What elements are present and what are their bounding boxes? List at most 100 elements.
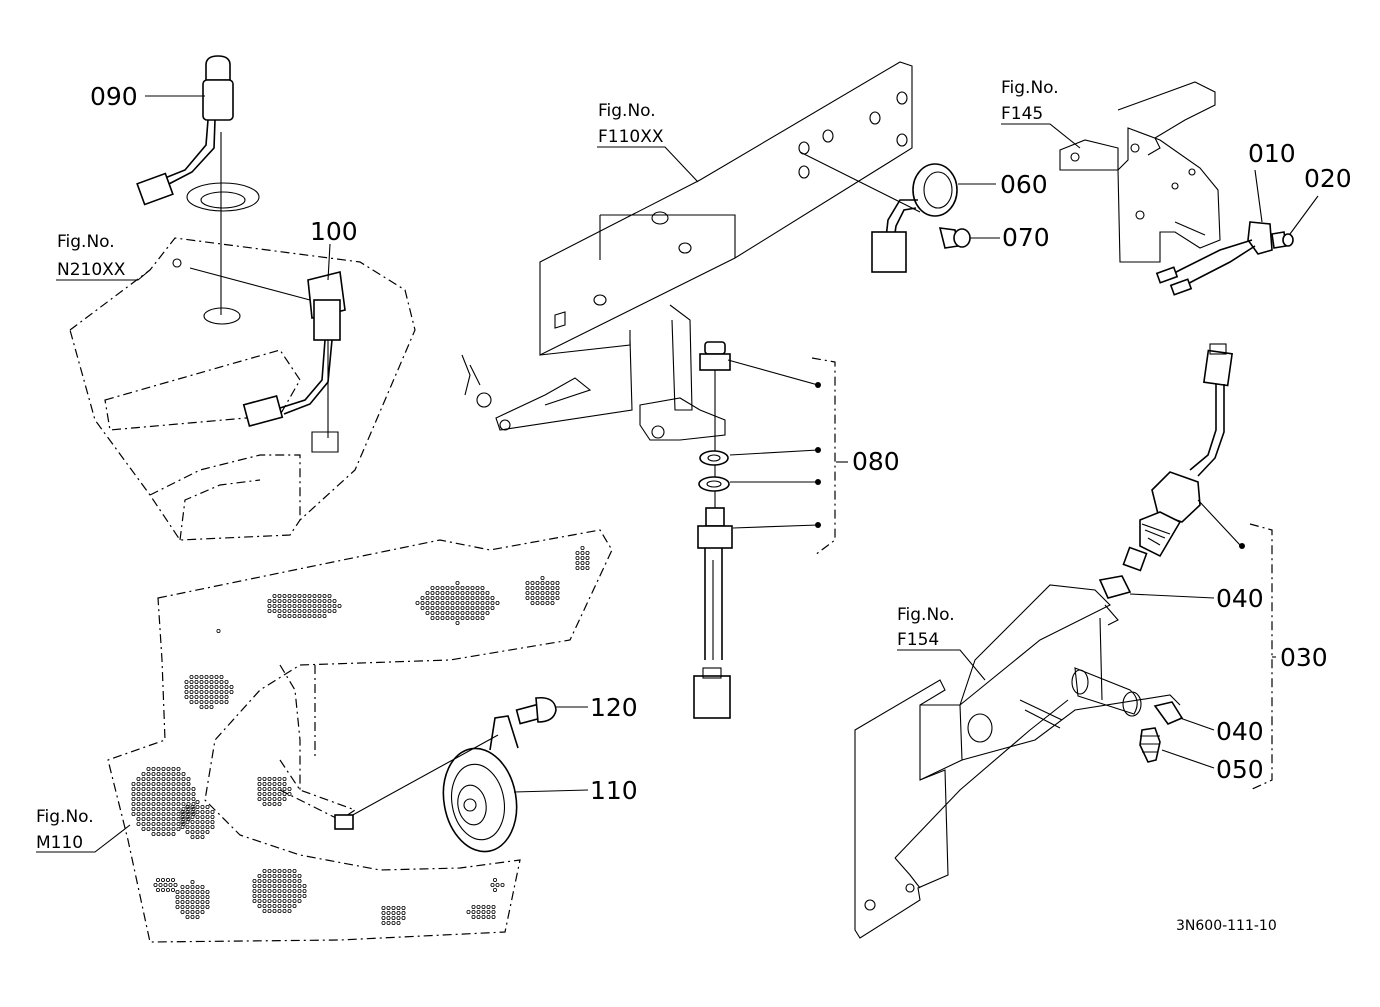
perforation-hole [190, 805, 195, 810]
perforation-hole [131, 782, 136, 787]
perforation-hole [200, 890, 205, 895]
perforation-hole [199, 700, 204, 705]
perforation-hole [302, 614, 307, 619]
document-code: 3N600-111-10 [1176, 918, 1277, 934]
leader-lines [36, 95, 1319, 853]
perforation-hole [292, 609, 297, 614]
perforation-hole [204, 695, 209, 700]
perforation-hole [470, 586, 475, 591]
perforation-hole [287, 614, 292, 619]
perforation-hole [163, 883, 168, 888]
perforation-hole [287, 889, 292, 894]
perforation-hole [214, 680, 219, 685]
perforation-hole [224, 700, 229, 705]
perforation-hole [272, 802, 277, 807]
perforation-hole [200, 815, 205, 820]
perforation-hole [171, 802, 176, 807]
perforation-hole [485, 601, 490, 606]
perforation-hole [267, 797, 272, 802]
perforation-hole [146, 792, 151, 797]
perforation-hole [475, 591, 480, 596]
perforation-hole [171, 772, 176, 777]
perforation-hole [194, 700, 199, 705]
perforation-hole [171, 782, 176, 787]
perforation-hole [151, 777, 156, 782]
perforation-hole [181, 787, 186, 792]
perforation-hole [272, 874, 277, 879]
perforation-hole [171, 817, 176, 822]
label-050: 050 [1216, 755, 1264, 784]
perforation-hole [156, 817, 161, 822]
perforation-hole [155, 878, 160, 883]
perforation-hole [277, 869, 282, 874]
perforation-hole [267, 792, 272, 797]
perforation-hole [302, 599, 307, 604]
perforation-hole [466, 910, 471, 915]
perforation-hole [491, 905, 496, 910]
perforation-hole [176, 827, 181, 832]
perforation-hole [262, 879, 267, 884]
perforation-hole [219, 680, 224, 685]
perforation-hole [205, 890, 210, 895]
perforation-hole [297, 884, 302, 889]
perforation-hole [535, 596, 540, 601]
perforation-hole [312, 599, 317, 604]
perforation-hole [476, 910, 481, 915]
part-020-screw [1271, 231, 1294, 249]
perforation-hole [292, 889, 297, 894]
perforation-hole [267, 899, 272, 904]
perforation-hole [262, 869, 267, 874]
perforation-hole [262, 904, 267, 909]
perforation-hole [190, 895, 195, 900]
perforation-hole [189, 685, 194, 690]
perforation-hole [277, 614, 282, 619]
perforation-hole [435, 606, 440, 611]
perforation-hole [195, 915, 200, 920]
perforation-hole [287, 904, 292, 909]
perforation-hole [184, 695, 189, 700]
perforation-hole [486, 915, 491, 920]
perforation-hole [257, 777, 262, 782]
perforation-hole [312, 594, 317, 599]
perforation-hole [302, 894, 307, 899]
perforation-hole [460, 606, 465, 611]
perforation-hole [317, 609, 322, 614]
perforation-hole [195, 805, 200, 810]
perforation-hole [262, 894, 267, 899]
perforation-hole [450, 591, 455, 596]
perforation-hole [420, 606, 425, 611]
perforation-hole [580, 551, 585, 556]
perforation-hole [205, 820, 210, 825]
perforation-hole [171, 777, 176, 782]
perforation-hole [545, 591, 550, 596]
perforation-hole [435, 586, 440, 591]
perforation-hole [332, 599, 337, 604]
perforation-hole [205, 815, 210, 820]
perforation-hole [205, 805, 210, 810]
perforation-hole [277, 879, 282, 884]
perforation-hole [151, 832, 156, 837]
label-090: 090 [90, 82, 138, 111]
perforation-hole [396, 911, 401, 916]
label-040-upper: 040 [1216, 584, 1264, 613]
perforation-hole [209, 685, 214, 690]
perforation-hole [282, 599, 287, 604]
perforation-hole [322, 604, 327, 609]
perforation-hole [420, 596, 425, 601]
perforation-hole [153, 883, 158, 888]
perforation-hole [166, 827, 171, 832]
perforation-hole [307, 604, 312, 609]
perforation-hole [156, 822, 161, 827]
perforation-hole [141, 827, 146, 832]
perforation-hole [585, 551, 590, 556]
perforation-hole [391, 921, 396, 926]
perforation-hole [262, 889, 267, 894]
perforation-hole [146, 817, 151, 822]
perforation-hole [386, 916, 391, 921]
perforation-hole [176, 822, 181, 827]
perforation-hole [181, 772, 186, 777]
perforation-hole [176, 817, 181, 822]
perforation-hole [297, 874, 302, 879]
perforation-hole [277, 889, 282, 894]
perforation-hole [491, 915, 496, 920]
